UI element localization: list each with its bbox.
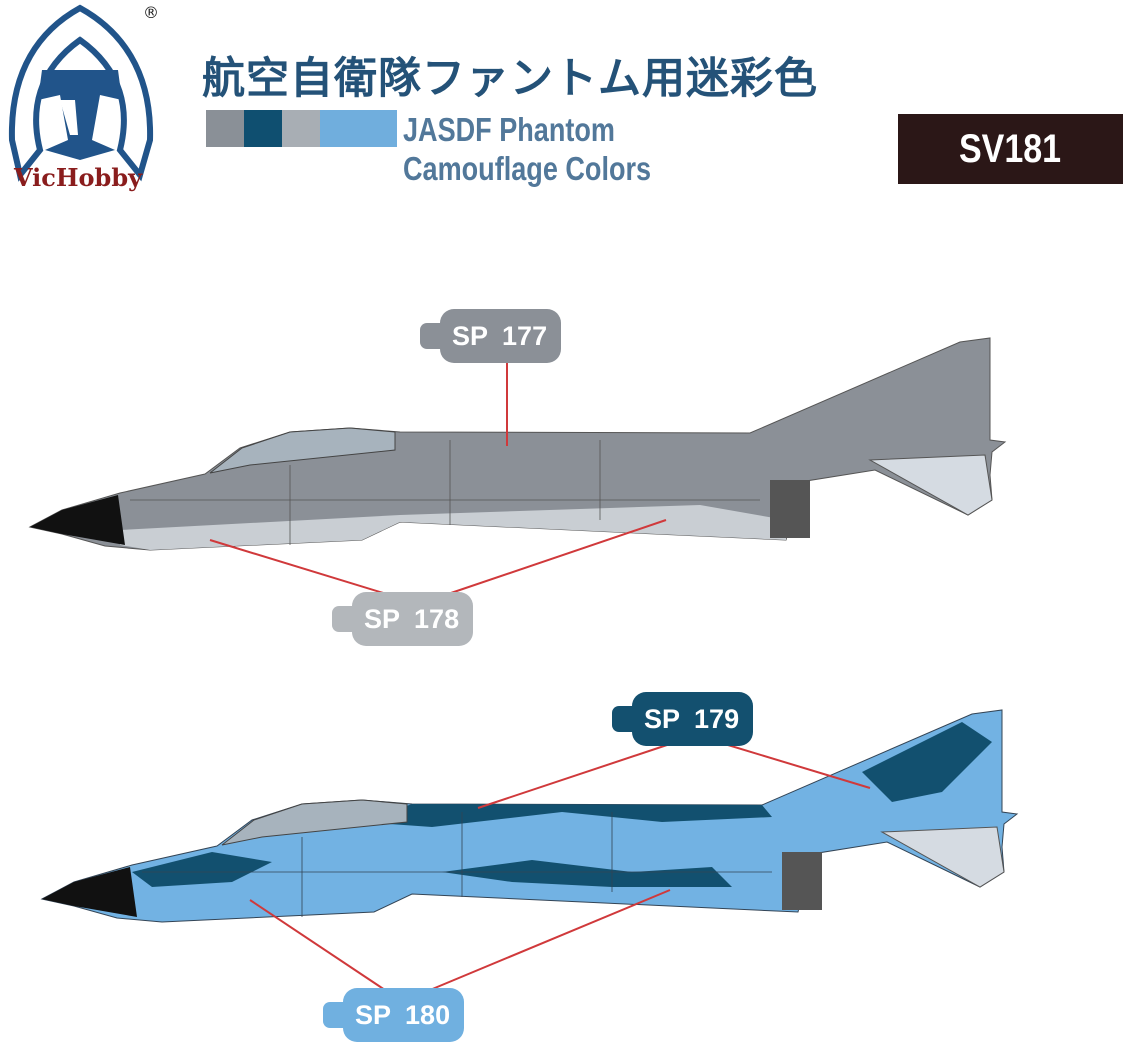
callout-number: 178 (414, 603, 460, 634)
color-swatch-light-gray (282, 110, 320, 147)
callout-prefix: SP (644, 703, 681, 734)
leader-lines (209, 362, 871, 991)
aircraft-gray-scheme (29, 337, 1006, 551)
aircraft-blue-scheme (41, 709, 1018, 923)
callout-prefix: SP (364, 603, 401, 634)
callout-number: 179 (694, 703, 740, 734)
callout-sp178: SP 178 (332, 592, 474, 646)
title-english-line2: Camouflage Colors (403, 150, 652, 187)
title-english-line1: JASDF Phantom (403, 111, 615, 148)
color-swatch-gray (206, 110, 244, 147)
vichobby-logo: ® VicHobby (8, 3, 159, 192)
bottle-neck-icon (612, 706, 632, 732)
product-code-badge: SV181 (898, 114, 1123, 184)
color-swatch-light-blue (320, 110, 397, 147)
title-japanese: 航空自衛隊ファントム用迷彩色 (202, 54, 818, 104)
color-swatch-dark-blue (244, 110, 282, 147)
bottle-neck-icon (323, 1002, 343, 1028)
bottle-neck-icon (420, 323, 440, 349)
svg-text:®: ® (143, 3, 159, 22)
callout-prefix: SP (355, 999, 392, 1030)
product-code: SV181 (959, 126, 1062, 171)
callout-number: 177 (502, 320, 548, 351)
svg-text:VicHobby: VicHobby (13, 163, 143, 192)
callout-sp180: SP 180 (323, 988, 465, 1042)
bottle-neck-icon (332, 606, 352, 632)
title-english: JASDF Phantom Camouflage Colors (403, 110, 651, 188)
callout-sp177: SP 177 (420, 309, 562, 363)
callout-number: 180 (405, 999, 451, 1030)
callout-sp179: SP 179 (612, 692, 754, 746)
callout-prefix: SP (452, 320, 489, 351)
